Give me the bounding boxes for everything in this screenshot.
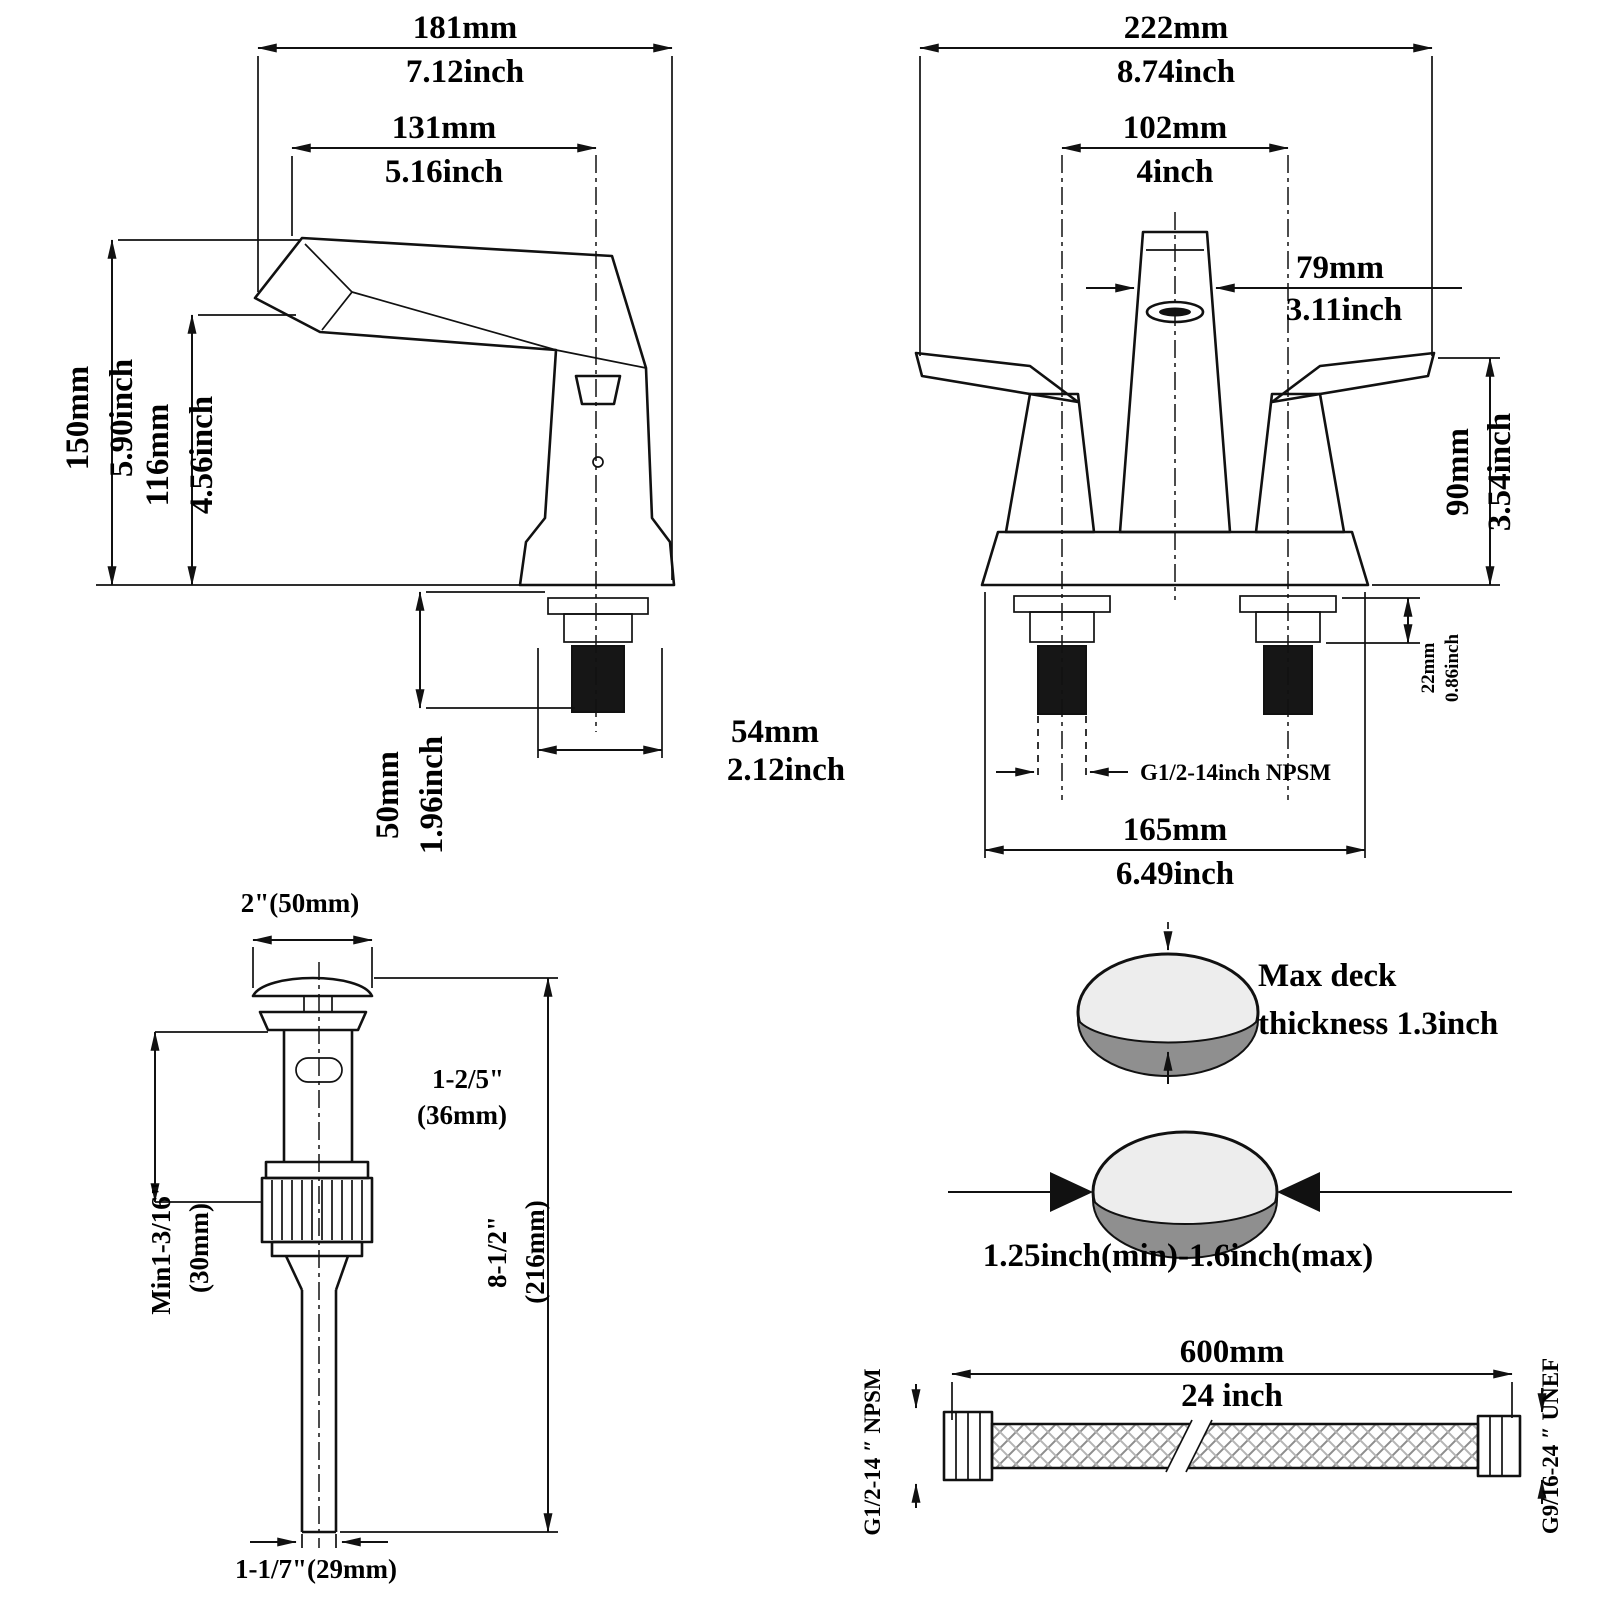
faucet-side-outline xyxy=(253,155,676,732)
hose-right-thread-label: G9/16-24 ″ UNEF xyxy=(1538,1358,1563,1534)
dim-front-width-mm: 222mm xyxy=(1124,10,1228,46)
dim-side-width-mm: 181mm xyxy=(413,10,517,46)
front-base xyxy=(980,530,1370,587)
dim-drain-total-in: 8-1/2" xyxy=(482,1216,512,1288)
faucet-front-outline xyxy=(914,155,1436,800)
front-view-diagram: 222mm 8.74inch 102mm 4inch 79mm 3.11inch… xyxy=(914,10,1518,892)
indicator-dot xyxy=(592,456,604,468)
drain-outline xyxy=(251,962,374,1548)
dim-front-base-mm: 165mm xyxy=(1123,812,1227,848)
drain-nut xyxy=(260,1176,374,1244)
dim-side-width-in: 7.12inch xyxy=(406,54,524,90)
side-handle xyxy=(574,374,622,406)
thread-spec-label: G1/2-14inch NPSM xyxy=(1140,760,1331,785)
dim-front-base-in: 6.49inch xyxy=(1116,856,1234,892)
hose-left-thread-label: G1/2-14 ″ NPSM xyxy=(860,1368,885,1536)
hose-right-fitting xyxy=(1476,1414,1522,1478)
dim-drain-overflow-in: 1-2/5" xyxy=(432,1064,504,1094)
hose-body xyxy=(990,1422,1480,1470)
dim-front-under-mm: 22mm xyxy=(1418,643,1439,694)
dim-drain-total-mm: (216mm) xyxy=(520,1200,550,1303)
side-shank-flange xyxy=(547,597,649,615)
dim-side-shank-mm: 50mm xyxy=(370,751,406,839)
dim-front-height-in: 3.54inch xyxy=(1482,413,1518,531)
dim-drain-overflow-mm: (36mm) xyxy=(417,1100,507,1130)
dim-front-centers-in: 4inch xyxy=(1136,154,1213,190)
deck-hole-diagram: Max deck thickness 1.3inch 1.25inch(min)… xyxy=(948,922,1512,1274)
dim-front-height-mm: 90mm xyxy=(1440,428,1476,516)
deck-thickness-label-2: thickness 1.3inch xyxy=(1258,1006,1498,1042)
dim-side-height-mm: 150mm xyxy=(60,366,96,470)
dim-side-spout-height-mm: 116mm xyxy=(140,404,176,507)
dim-side-spout-height-in: 4.56inch xyxy=(184,396,220,514)
dim-drain-upper-in: Min1-3/16" xyxy=(146,1181,176,1314)
dim-side-reach-in: 5.16inch xyxy=(385,154,503,190)
dim-front-spout-in: 3.11inch xyxy=(1286,292,1402,328)
dim-side-height-in: 5.90inch xyxy=(104,359,140,477)
hole-range-arrow-right xyxy=(1277,1172,1320,1212)
side-shank-nut xyxy=(563,613,633,643)
front-left-handle-base xyxy=(1004,392,1096,534)
dim-hose-length-in: 24 inch xyxy=(1181,1378,1283,1414)
dim-front-spout-mm: 79mm xyxy=(1296,250,1384,286)
drain-diagram: 2"(50mm) 1-2/5" (36mm) M xyxy=(146,888,558,1584)
dim-front-width-in: 8.74inch xyxy=(1117,54,1235,90)
dim-side-base-in: 2.12inch xyxy=(727,752,845,788)
dim-front-centers-mm: 102mm xyxy=(1123,110,1227,146)
dim-side-shank-in: 1.96inch xyxy=(414,736,450,854)
front-right-lever xyxy=(1270,351,1436,404)
front-right-handle-base xyxy=(1254,392,1346,534)
front-left-lever xyxy=(914,351,1080,404)
side-view-diagram: 181mm 7.12inch 131mm 5.16inch 150mm 5.90… xyxy=(60,10,845,854)
hose-diagram: 600mm 24 inch G1/2-14 ″ NPSM G9/16-24 ″ … xyxy=(860,1334,1563,1536)
dim-drain-cap: 2"(50mm) xyxy=(241,888,359,918)
side-shank-thread xyxy=(571,645,625,713)
hole-range-label: 1.25inch(min)-1.6inch(max) xyxy=(983,1238,1374,1274)
dim-drain-tail: 1-1/7"(29mm) xyxy=(235,1554,397,1584)
hole-range-arrow-left xyxy=(1050,1172,1093,1212)
dim-side-base-mm: 54mm xyxy=(731,714,819,750)
dim-drain-upper-mm: (30mm) xyxy=(184,1203,214,1293)
dim-side-reach-mm: 131mm xyxy=(392,110,496,146)
dim-front-under-in: 0.86inch xyxy=(1442,634,1463,703)
deck-thickness-label-1: Max deck xyxy=(1258,958,1397,994)
dim-hose-length-mm: 600mm xyxy=(1180,1334,1284,1370)
